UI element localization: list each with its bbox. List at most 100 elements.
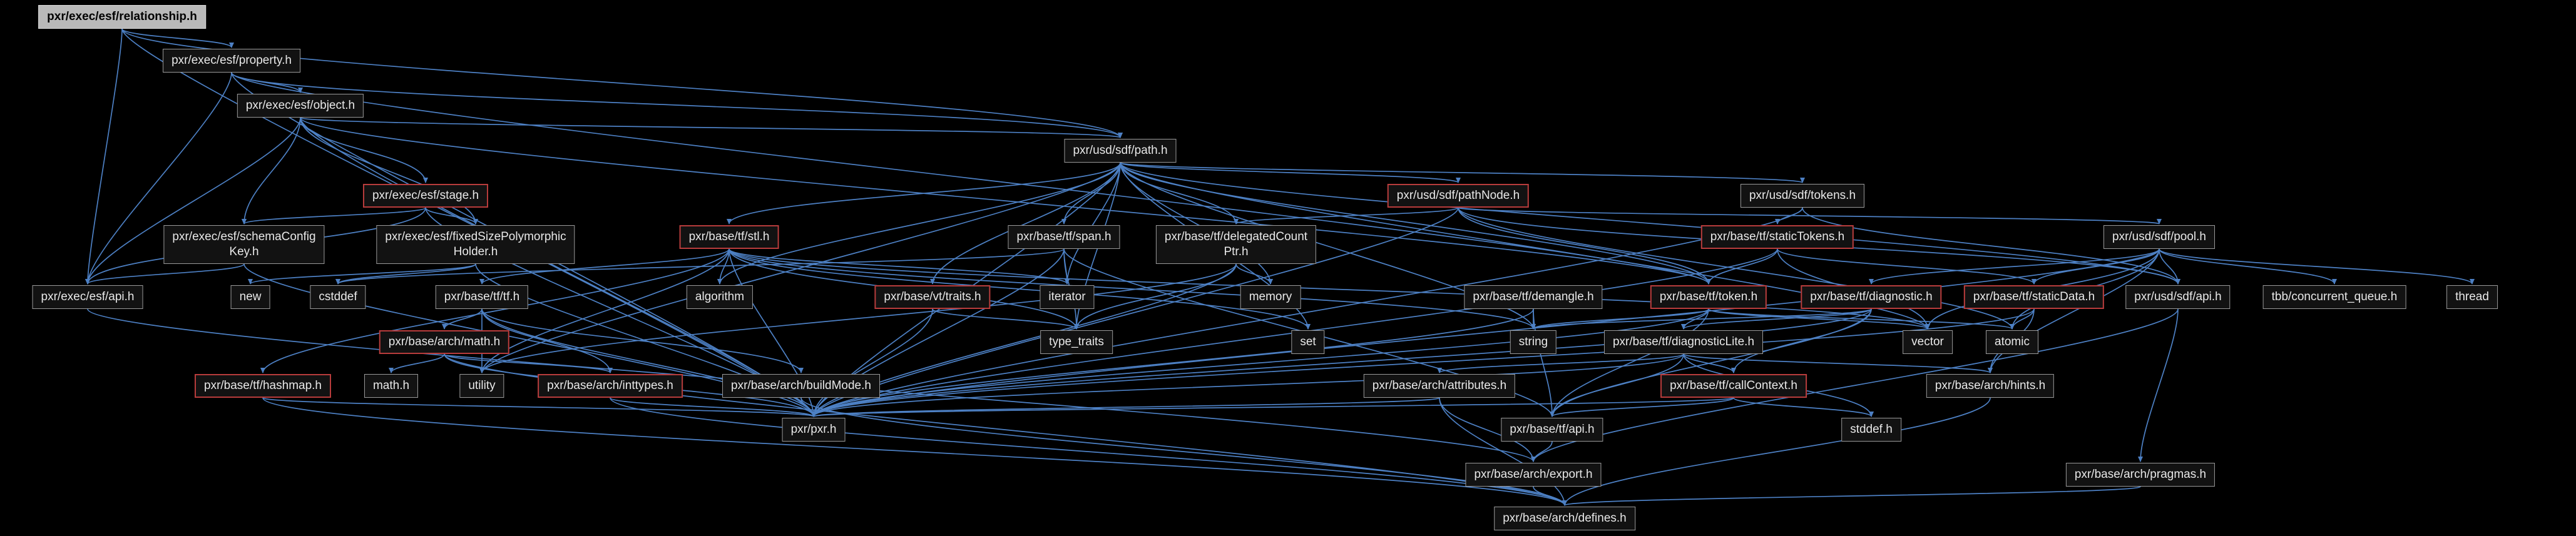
node-seth[interactable]: set bbox=[1291, 330, 1325, 354]
node-schemaconfigkey[interactable]: pxr/exec/esf/schemaConfig Key.h bbox=[163, 225, 325, 264]
node-esfapi[interactable]: pxr/exec/esf/api.h bbox=[32, 285, 143, 309]
node-object[interactable]: pxr/exec/esf/object.h bbox=[237, 94, 364, 118]
node-vttraits[interactable]: pxr/base/vt/traits.h bbox=[874, 285, 991, 309]
edge-relationship-to-sdfpath bbox=[121, 28, 1123, 138]
edge-relationship-to-esfapi bbox=[85, 28, 123, 285]
edge-sdfpath-to-tftoken bbox=[1120, 162, 1711, 285]
edge-buildmode-to-defines bbox=[800, 397, 1567, 506]
edge-tfstl-to-tftf bbox=[479, 248, 730, 285]
node-stddefh[interactable]: stddef.h bbox=[1841, 418, 1901, 442]
edge-sdfapi-to-pragmas bbox=[2138, 308, 2179, 462]
edge-callcontext-to-tfapi bbox=[1550, 397, 1734, 417]
edge-diagnosticlite-to-archhints bbox=[1683, 353, 1993, 373]
edge-tftoken-to-pxrh bbox=[811, 308, 1709, 417]
node-callcontext[interactable]: pxr/base/tf/callContext.h bbox=[1660, 374, 1807, 398]
node-demangle[interactable]: pxr/base/tf/demangle.h bbox=[1464, 285, 1603, 309]
node-property[interactable]: pxr/exec/esf/property.h bbox=[163, 49, 300, 73]
edge-object-to-tftoken bbox=[300, 117, 1711, 285]
node-tfspan[interactable]: pxr/base/tf/span.h bbox=[1008, 225, 1120, 249]
node-thread[interactable]: thread bbox=[2446, 285, 2498, 309]
node-archhints[interactable]: pxr/base/arch/hints.h bbox=[1926, 374, 2055, 398]
node-tfstl[interactable]: pxr/base/tf/stl.h bbox=[679, 225, 779, 249]
edge-diagnosticlite-to-callcontext bbox=[1683, 353, 1736, 373]
edge-statictokens-to-tftoken bbox=[1706, 248, 1778, 285]
node-vectorh[interactable]: vector bbox=[1903, 330, 1953, 354]
node-diagnostic[interactable]: pxr/base/tf/diagnostic.h bbox=[1801, 285, 1942, 309]
node-relationship[interactable]: pxr/exec/esf/relationship.h bbox=[38, 5, 206, 29]
edge-diagnostic-to-stringh bbox=[1531, 308, 1872, 330]
node-utility[interactable]: utility bbox=[459, 374, 504, 398]
edge-diagnostic-to-callcontext bbox=[1731, 308, 1872, 373]
node-buildmode[interactable]: pxr/base/arch/buildMode.h bbox=[722, 374, 880, 398]
edge-tfstl-to-pxrh bbox=[728, 248, 816, 417]
edge-diagnostic-to-pxrh bbox=[811, 308, 1872, 417]
node-hashmap[interactable]: pxr/base/tf/hashmap.h bbox=[195, 374, 331, 398]
node-attributes[interactable]: pxr/base/arch/attributes.h bbox=[1363, 374, 1516, 398]
node-tftf[interactable]: pxr/base/tf/tf.h bbox=[435, 285, 529, 309]
node-diagnosticlite[interactable]: pxr/base/tf/diagnosticLite.h bbox=[1603, 330, 1764, 354]
edge-sdfpath-to-iterator bbox=[1065, 162, 1121, 285]
edge-staticdata-to-pxrh bbox=[811, 308, 2035, 417]
node-pathnode[interactable]: pxr/usd/sdf/pathNode.h bbox=[1387, 184, 1530, 208]
node-tftoken[interactable]: pxr/base/tf/token.h bbox=[1650, 285, 1767, 309]
edge-vttraits-to-typetraits bbox=[932, 308, 1079, 330]
edge-tfspan-to-pxrh bbox=[811, 248, 1065, 417]
node-defines[interactable]: pxr/base/arch/defines.h bbox=[1494, 507, 1635, 530]
edge-tftoken-to-vectorh bbox=[1708, 308, 1930, 330]
node-sdftokens[interactable]: pxr/usd/sdf/tokens.h bbox=[1740, 184, 1865, 208]
node-typetraits[interactable]: type_traits bbox=[1040, 330, 1113, 354]
edge-object-to-sdfpath bbox=[300, 117, 1123, 138]
edge-pathnode-to-sdfpool bbox=[1458, 207, 2162, 225]
edge-object-to-stage bbox=[300, 117, 428, 183]
node-exporth[interactable]: pxr/base/arch/export.h bbox=[1465, 463, 1602, 487]
edge-delegated-to-memory bbox=[1235, 263, 1273, 285]
edge-delegated-to-typetraits bbox=[1074, 263, 1237, 330]
node-pragmas[interactable]: pxr/base/arch/pragmas.h bbox=[2065, 463, 2216, 487]
edge-attributes-to-defines bbox=[1439, 397, 1567, 506]
edge-tftf-to-archmath bbox=[442, 308, 483, 330]
node-sdfpool[interactable]: pxr/usd/sdf/pool.h bbox=[2103, 225, 2215, 249]
node-sdfpath[interactable]: pxr/usd/sdf/path.h bbox=[1064, 139, 1177, 163]
node-pxrh[interactable]: pxr/pxr.h bbox=[782, 418, 846, 442]
edge-sdfpath-to-sdfapi bbox=[1120, 162, 2180, 285]
node-archmath[interactable]: pxr/base/arch/math.h bbox=[379, 330, 510, 354]
node-tbbqueue[interactable]: tbb/concurrent_queue.h bbox=[2262, 285, 2406, 309]
node-staticdata[interactable]: pxr/base/tf/staticData.h bbox=[1963, 285, 2105, 309]
node-stringh[interactable]: string bbox=[1510, 330, 1557, 354]
edge-tfstl-to-hashmap bbox=[260, 248, 730, 373]
node-algorithm[interactable]: algorithm bbox=[686, 285, 754, 309]
node-sdfapi[interactable]: pxr/usd/sdf/api.h bbox=[2125, 285, 2231, 309]
edge-tfstl-to-algorithm bbox=[717, 248, 730, 285]
edge-statictokens-to-staticdata bbox=[1777, 248, 2037, 285]
node-memory[interactable]: memory bbox=[1240, 285, 1301, 309]
edge-object-to-schemaconfigkey bbox=[242, 117, 301, 225]
edge-fixedsize-to-newh bbox=[248, 263, 476, 285]
node-tfapi[interactable]: pxr/base/tf/api.h bbox=[1501, 418, 1603, 442]
edge-relationship-to-property bbox=[121, 28, 234, 48]
node-iterator[interactable]: iterator bbox=[1040, 285, 1095, 309]
node-mathh[interactable]: math.h bbox=[364, 374, 419, 398]
edge-tfstl-to-stringh bbox=[728, 248, 1536, 330]
node-atomich[interactable]: atomic bbox=[1986, 330, 2038, 354]
edge-tftoken-to-tfapi bbox=[1550, 308, 1709, 417]
edge-tfstl-to-utility bbox=[479, 248, 730, 373]
edge-callcontext-to-stddefh bbox=[1733, 397, 1874, 417]
edge-sdfpath-to-stringh bbox=[1120, 162, 1536, 330]
edge-tftoken-to-atomich bbox=[1708, 308, 2015, 330]
edge-diagnosticlite-to-tfapi bbox=[1550, 353, 1684, 417]
node-inttypes[interactable]: pxr/base/arch/inttypes.h bbox=[538, 374, 683, 398]
edge-pragmas-to-defines bbox=[1562, 486, 2141, 506]
node-stage[interactable]: pxr/exec/esf/stage.h bbox=[362, 184, 489, 208]
edge-sdfpath-to-utility bbox=[479, 162, 1121, 373]
node-delegated[interactable]: pxr/base/tf/delegatedCount Ptr.h bbox=[1155, 225, 1317, 264]
node-newh[interactable]: new bbox=[230, 285, 270, 309]
edge-callcontext-to-pxrh bbox=[811, 397, 1734, 417]
edge-diagnostic-to-tfapi bbox=[1550, 308, 1872, 417]
edge-diagnosticlite-to-attributes bbox=[1437, 353, 1684, 373]
edge-diagnosticlite-to-pxrh bbox=[811, 353, 1684, 417]
node-cstddef[interactable]: cstddef bbox=[310, 285, 366, 309]
node-fixedsize[interactable]: pxr/exec/esf/fixedSizePolymorphic Holder… bbox=[376, 225, 575, 264]
edge-stage-to-schemaconfigkey bbox=[242, 207, 426, 225]
node-statictokens[interactable]: pxr/base/tf/staticTokens.h bbox=[1700, 225, 1854, 249]
